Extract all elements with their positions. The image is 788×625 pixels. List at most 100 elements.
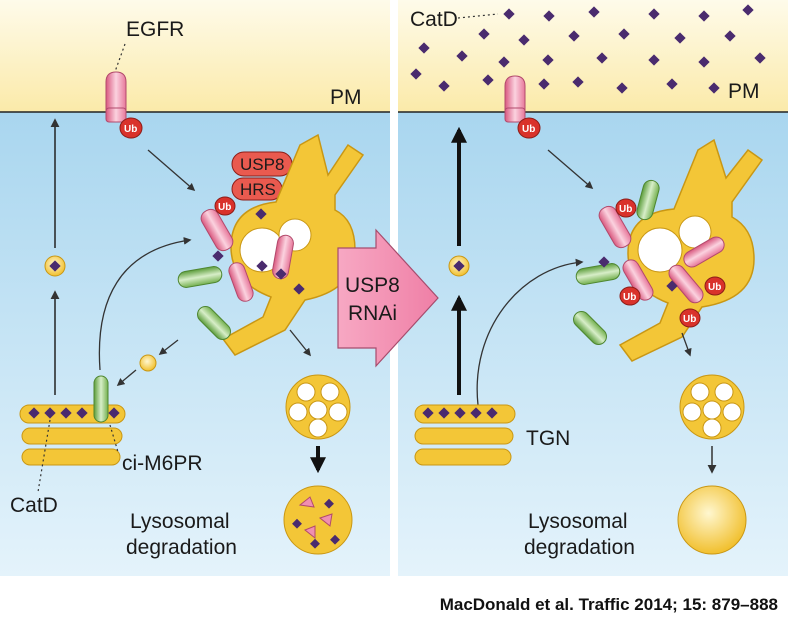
catd-particle [456,50,468,62]
intraluminal-vesicle [308,400,328,420]
intraluminal-vesicle [320,382,340,402]
ubiquitin-tag [615,198,637,218]
intraluminal-vesicle [722,402,742,422]
intraluminal-vesicle [702,400,722,420]
catd-particle [422,407,434,419]
right-pm-label: PM [728,80,760,103]
catd-particle [486,407,498,419]
catd-particle [598,256,610,268]
egfr-on-endosome [200,208,234,252]
rnai-label-line2: RNAi [348,302,397,325]
right-lysosome-label-line2: degradation [524,536,635,559]
catd-particle [438,407,450,419]
intraluminal-vesicle [308,418,328,438]
catd-particle [754,52,766,64]
vesicle-cargo [453,260,465,272]
right-panel: CatD PM [398,0,788,576]
to-lysosome-arrow [681,332,692,357]
ub-label: Ub [522,124,535,135]
left-lysosome-label-line1: Lysosomal [130,510,230,533]
retrograde-arrow [116,369,137,386]
degraded-fragment [318,513,333,527]
ubiquitin-tag [517,117,541,139]
ub-label: Ub [623,292,636,303]
ubiquitin-tag [619,286,641,306]
catd-particle [648,54,660,66]
catd-particle [275,268,287,280]
catd-particle [324,498,334,509]
catd-particle [470,407,482,419]
egfr-on-endosome [622,259,654,301]
ci-m6pr-receptor [93,375,109,423]
catd-particle [674,32,686,44]
intraluminal-vesicle [690,382,710,402]
intraluminal-vesicle [296,382,316,402]
ub-label: Ub [708,282,721,293]
egfr-on-endosome [228,262,254,302]
to-lysosome-arrow [289,329,311,357]
catd-particle [418,42,430,54]
ci-m6pr-on-endosome [636,179,660,221]
egfr-receptor-tail [105,107,127,123]
ci-m6pr-on-endosome [573,311,607,345]
rnai-label-line1: USP8 [345,274,400,297]
ub-label: Ub [683,314,696,325]
catd-particle [255,208,267,220]
catd-particle [44,407,56,419]
retrograde-vesicle [139,354,157,372]
catd-particle [542,54,554,66]
egfr-receptor-tail [504,107,526,123]
catd-particle [212,250,224,262]
ub-label: Ub [619,204,632,215]
usp8-rnai-arrow: USP8 RNAi [337,228,439,368]
ub-label: Ub [218,202,231,213]
right-lysosome-label-line1: Lysosomal [528,510,628,533]
catd-particle [256,260,268,272]
right-tgn [414,404,516,466]
ci-m6pr-on-endosome [177,266,223,288]
intraluminal-vesicle [637,227,683,273]
egfr-receptor [105,71,127,113]
egfr-on-endosome [683,236,725,268]
tgn-to-endosome-arrow [98,237,192,371]
usp8-label: USP8 [240,155,284,174]
intraluminal-vesicle [714,382,734,402]
citation: MacDonald et al. Traffic 2014; 15: 879–8… [440,595,778,614]
catd-particle [518,34,530,46]
left-pm-label: PM [330,86,362,109]
ub-label: Ub [124,124,137,135]
retrograde-arrow [158,339,179,355]
tgn-to-endosome-arrow [476,258,584,406]
secreted-catd-leader-line [457,13,499,19]
left-tgn [19,375,126,466]
catd-particle [454,407,466,419]
tgn-cisterna [21,448,121,466]
egfr-on-endosome [598,205,632,249]
tgn-label: TGN [526,427,570,450]
ci-m6pr-on-endosome [575,263,621,285]
hrs-label: HRS [240,180,276,199]
ubiquitin-tag [119,117,143,139]
endocytosis-arrow [547,149,594,190]
intraluminal-vesicle [702,418,722,438]
ubiquitin-tag [704,276,726,296]
degraded-fragment [298,496,315,508]
rnai-arrow-shape [337,228,439,368]
right-catd-label: CatD [410,8,458,31]
endosome-catd-group [212,208,305,295]
left-catd-label: CatD [10,494,58,517]
vesicle-cargo [49,260,61,272]
ubiquitin-tag [679,308,701,328]
empty-lysosome [677,485,747,555]
tgn-cisterna [21,427,123,445]
tgn-cisterna [414,427,514,445]
egfr-on-endosome [272,234,294,280]
left-lysosome-label-line2: degradation [126,536,237,559]
ci-m6pr-label: ci-M6PR [122,452,203,475]
catd-particle [293,283,305,295]
egfr-on-endosome [668,264,704,304]
egfr-receptor [504,75,526,113]
left-extracellular-space [0,0,390,112]
